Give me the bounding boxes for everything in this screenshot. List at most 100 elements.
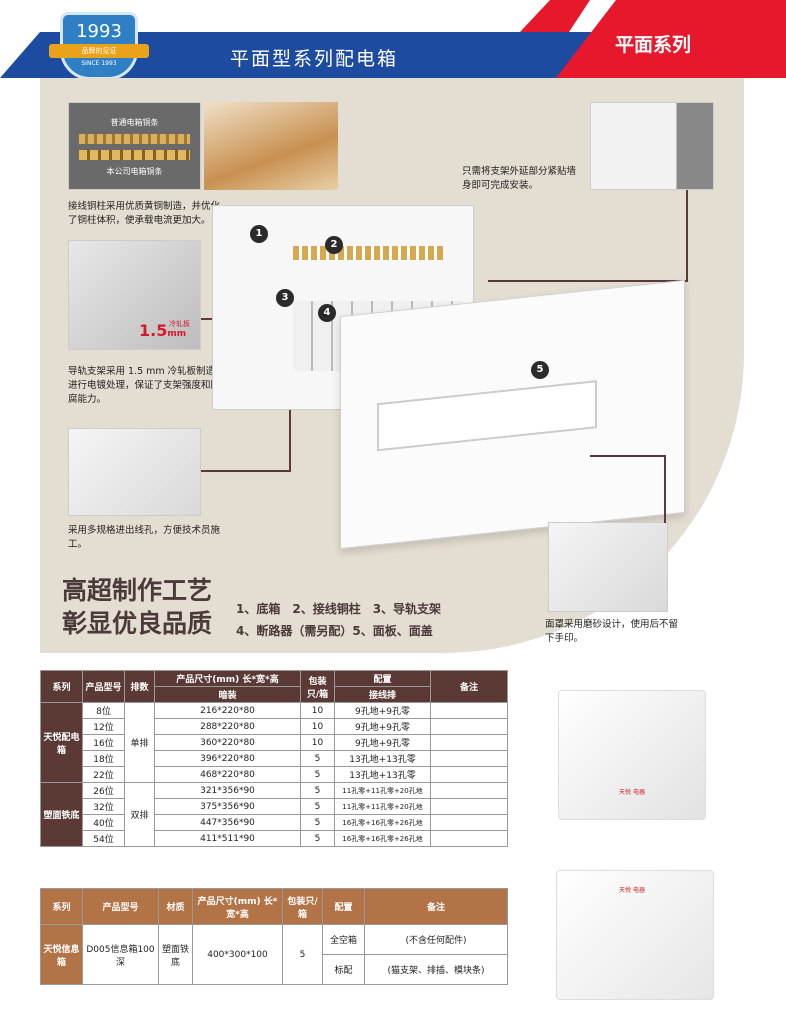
badge-year: 1993 xyxy=(76,21,122,42)
table-row: 16位 360*220*80 10 9孔地+9孔零 xyxy=(41,734,508,751)
table-row: 32位 375*356*90 5 11孔零+11孔零+20孔地 xyxy=(41,798,508,815)
col-series: 系列 xyxy=(40,670,83,703)
copper-bar xyxy=(79,134,190,144)
copper-closeup-photo xyxy=(204,102,338,190)
callout-1: 1 xyxy=(250,225,268,243)
pack-cell: 5 xyxy=(300,830,335,847)
cover-note: 面罩采用磨砂设计，使用后不留下手印。 xyxy=(545,619,679,644)
size-cell: 375*356*90 xyxy=(154,798,301,815)
col-pack: 包装只/箱 xyxy=(282,888,323,925)
col-series: 系列 xyxy=(40,888,83,925)
leader-line xyxy=(590,455,665,457)
callout-3: 3 xyxy=(276,289,294,307)
parts-list: 1、底箱 2、接线铜柱 3、导轨支架 4、断路器（需另配）5、面板、面盖 xyxy=(236,598,441,642)
model-cell: D005信息箱100深 xyxy=(82,924,159,985)
header-accent xyxy=(520,0,590,32)
rail-photo: 1.5mm 冷轧板 xyxy=(68,240,201,350)
remark-cell xyxy=(430,750,508,767)
series-cell: 天悦配电箱 xyxy=(40,702,83,783)
callout-5: 5 xyxy=(531,361,549,379)
col-config-sub: 接线排 xyxy=(334,686,431,703)
product-logo: 天悦 电器 xyxy=(619,789,645,796)
col-size: 产品尺寸(mm) 长*宽*高 xyxy=(154,670,301,687)
copper-top-label: 普通电箱铜条 xyxy=(110,118,159,127)
material-cell: 塑面铁底 xyxy=(158,924,193,985)
config-cell: 11孔零+11孔零+20孔地 xyxy=(334,782,431,799)
config-cell: 9孔地+9孔零 xyxy=(334,702,431,719)
parts-line1: 1、底箱 2、接线铜柱 3、导轨支架 xyxy=(236,602,442,616)
box-cover xyxy=(340,279,685,550)
config-cell: 全空箱 xyxy=(322,924,365,955)
leader-line xyxy=(289,400,291,472)
remark-cell xyxy=(430,782,508,799)
leader-line xyxy=(664,455,666,523)
brand-badge: 1993 品牌的见证 SINCE 1993 xyxy=(49,12,149,80)
config-cell: 11孔零+11孔零+20孔地 xyxy=(334,798,431,815)
mount-photo xyxy=(590,102,714,190)
col-pack: 包装只/箱 xyxy=(300,670,335,703)
product-image-info-box: 天悦 电器 xyxy=(556,870,714,1000)
pack-cell: 10 xyxy=(300,702,335,719)
remark-cell xyxy=(430,830,508,847)
remark-cell xyxy=(430,718,508,735)
col-config: 配置 xyxy=(322,888,365,925)
size-cell: 447*356*90 xyxy=(154,814,301,831)
model-cell: 40位 xyxy=(82,814,125,831)
col-material: 材质 xyxy=(158,888,193,925)
col-size-sub: 暗装 xyxy=(154,686,301,703)
rows-cell: 单排 xyxy=(124,702,155,783)
table-row: 54位 411*511*90 5 16孔零+16孔零+26孔地 xyxy=(41,830,508,847)
config-cell: 13孔地+13孔零 xyxy=(334,766,431,783)
rows-cell: 双排 xyxy=(124,782,155,847)
model-cell: 8位 xyxy=(82,702,125,719)
parts-line2: 4、断路器（需另配）5、面板、面盖 xyxy=(236,624,433,638)
leader-line xyxy=(201,470,291,472)
copper-bar xyxy=(79,150,190,160)
copper-bottom-label: 本公司电箱铜条 xyxy=(106,167,163,176)
model-cell: 32位 xyxy=(82,798,125,815)
config-cell: 标配 xyxy=(322,954,365,985)
size-cell: 288*220*80 xyxy=(154,718,301,735)
table-row: 标配 (猫支架、排插、模块条) xyxy=(41,954,508,985)
headline-line1: 高超制作工艺 xyxy=(62,576,213,605)
col-rows: 排数 xyxy=(124,670,155,703)
holes-photo xyxy=(68,428,201,516)
remark-cell xyxy=(430,798,508,815)
copper-strip xyxy=(293,246,443,260)
model-cell: 26位 xyxy=(82,782,125,799)
model-cell: 18位 xyxy=(82,750,125,767)
col-config: 配置 xyxy=(334,670,431,687)
series-cell: 天悦信息箱 xyxy=(40,924,83,985)
pack-cell: 10 xyxy=(300,718,335,735)
col-model: 产品型号 xyxy=(82,888,159,925)
config-cell: 9孔地+9孔零 xyxy=(334,734,431,751)
remark-cell xyxy=(430,702,508,719)
rail-material: 冷轧板 xyxy=(169,320,190,328)
info-box-table: 系列 产品型号 材质 产品尺寸(mm) 长*宽*高 包装只/箱 配置 备注 天悦… xyxy=(40,888,508,985)
col-model: 产品型号 xyxy=(82,670,125,703)
distribution-box-table: 系列 产品型号 排数 产品尺寸(mm) 长*宽*高 包装只/箱 配置 备注 暗装… xyxy=(40,670,508,847)
remark-cell: (猫支架、排插、模块条) xyxy=(364,954,508,985)
rail-thickness: 1.5mm xyxy=(139,321,186,340)
table-row: 天悦配电箱 8位 单排 216*220*80 10 9孔地+9孔零 xyxy=(40,702,508,783)
headline-line2: 彰显优良品质 xyxy=(62,609,213,638)
product-image-distribution-box: 天悦 电器 xyxy=(558,690,706,820)
copper-compare-photo: 普通电箱铜条 本公司电箱铜条 xyxy=(68,102,201,190)
badge-ribbon: 品牌的见证 xyxy=(49,44,149,58)
model-cell: 12位 xyxy=(82,718,125,735)
size-cell: 411*511*90 xyxy=(154,830,301,847)
size-cell: 396*220*80 xyxy=(154,750,301,767)
config-cell: 16孔零+16孔零+26孔地 xyxy=(334,830,431,847)
rail-note: 导轨支架采用 1.5 mm 冷轧板制造并进行电镀处理，保证了支架强度和防腐能力。 xyxy=(68,366,225,405)
rail-unit: mm xyxy=(167,329,187,339)
callout-4: 4 xyxy=(318,304,336,322)
pack-cell: 5 xyxy=(300,814,335,831)
rail-thickness-value: 1.5 xyxy=(139,321,168,340)
holes-note: 采用多规格进出线孔，方便技术员施工。 xyxy=(68,525,221,550)
headline: 高超制作工艺 彰显优良品质 xyxy=(62,574,212,640)
callout-2: 2 xyxy=(325,236,343,254)
model-cell: 22位 xyxy=(82,766,125,783)
product-logo: 天悦 电器 xyxy=(619,887,645,894)
badge-since: SINCE 1993 xyxy=(81,60,117,67)
remark-cell xyxy=(430,766,508,783)
